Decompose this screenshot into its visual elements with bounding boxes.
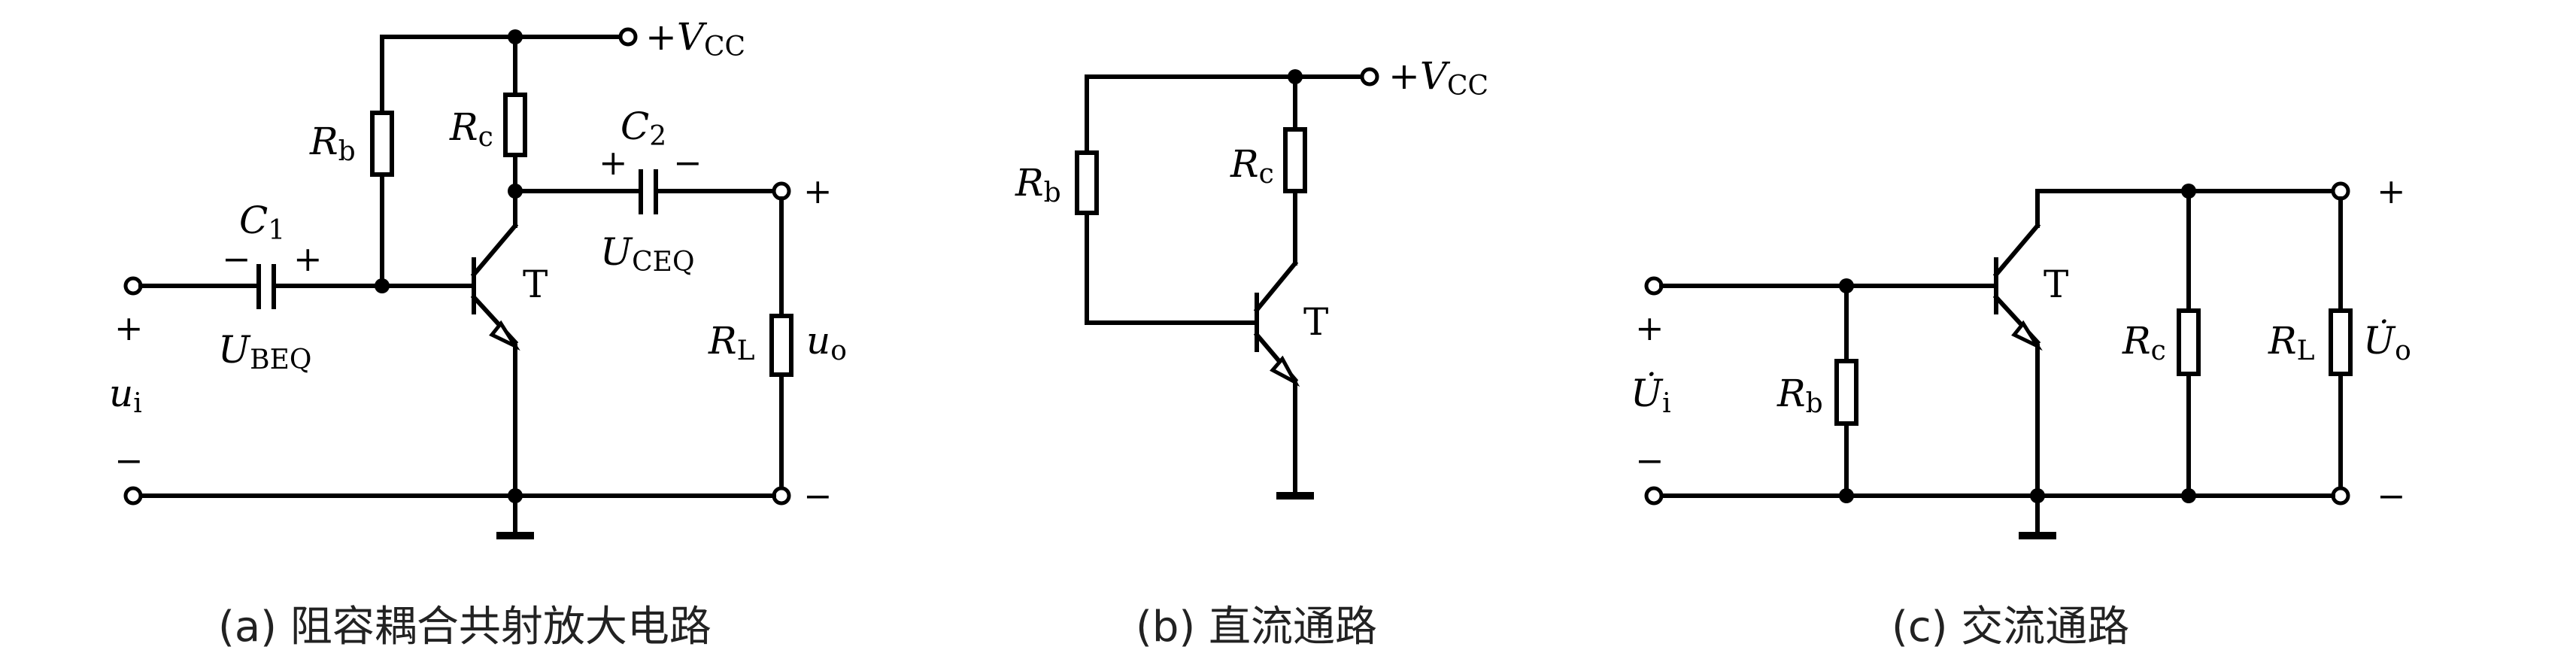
c2-minus-sign: − <box>673 142 702 183</box>
ui-label: U̇i <box>1631 371 1671 419</box>
input-terminal-minus <box>123 486 143 506</box>
input-terminal-minus <box>1644 486 1664 506</box>
collector-lead <box>1253 260 1299 314</box>
resistor-rb <box>370 111 394 177</box>
vcc-terminal <box>618 27 638 47</box>
output-plus-sign: + <box>2377 171 2406 211</box>
npn-transistor-t: T <box>1992 189 2335 498</box>
rb-label: Rb <box>1015 161 1061 208</box>
vcc-terminal <box>1360 67 1379 87</box>
collector-lead <box>1992 222 2041 278</box>
panel-a-common-emitter-amplifier: +VCC Rb Rc C2 + − UCEQ RL uo + − <box>109 15 847 651</box>
c1-label: C1 <box>239 199 285 246</box>
resistor-rc <box>503 93 527 157</box>
resistor-rl <box>769 314 793 377</box>
collector-lead <box>470 222 519 278</box>
vcc-rail-wire <box>1085 74 1364 155</box>
base-wire <box>1085 211 1259 325</box>
vcc-rail-wire <box>380 35 624 177</box>
input-plus-sign: + <box>114 308 144 348</box>
base-node <box>375 278 390 293</box>
vcc-label: +VCC <box>1388 54 1488 102</box>
rb-label: Rb <box>1776 372 1823 419</box>
rc-label: Rc <box>1230 142 1274 190</box>
rl-label: RL <box>2268 319 2315 366</box>
transistor-label: T <box>2044 263 2068 306</box>
c2-label: C2 <box>620 105 666 152</box>
resistor-rb <box>1075 150 1099 215</box>
ubeq-label: UBEQ <box>218 328 311 375</box>
input-plus-sign: + <box>1635 308 1664 348</box>
rc-label: Rc <box>2122 319 2166 366</box>
output-minus-sign: − <box>2377 475 2406 516</box>
emitter-arrow-icon <box>2011 320 2043 351</box>
collector-wire <box>2035 189 2335 228</box>
resistor-rc <box>2177 308 2201 376</box>
transistor-label: T <box>1303 300 1328 344</box>
transistor-label: T <box>523 263 548 306</box>
uceq-label: UCEQ <box>600 230 694 278</box>
c2-plus-sign: + <box>599 142 628 183</box>
resistor-rc <box>1283 127 1307 193</box>
rb-label: Rb <box>309 120 356 167</box>
rl-label: RL <box>708 319 755 366</box>
junction-node <box>1839 488 1854 503</box>
output-minus-sign: − <box>803 475 833 516</box>
resistor-rb <box>1834 359 1858 426</box>
resistor-rl <box>2329 308 2353 376</box>
panel-c-ac-path: Rb + U̇i − T Rc RL U̇o + − <box>1631 171 2411 651</box>
c1-plus-sign: + <box>293 238 323 279</box>
output-plus-sign: + <box>803 171 833 211</box>
uo-label: uo <box>806 319 847 366</box>
ui-label: ui <box>109 372 142 419</box>
caption-b: (b) 直流通路 <box>1136 603 1377 651</box>
junction-node <box>2181 488 2196 503</box>
input-minus-sign: − <box>114 440 144 481</box>
caption-c: (c) 交流通路 <box>1892 603 2129 651</box>
npn-transistor-t: T <box>470 222 548 498</box>
emitter-arrow-icon <box>1270 355 1300 387</box>
rc-label: Rc <box>449 105 493 153</box>
caption-a: (a) 阻容耦合共射放大电路 <box>218 603 712 651</box>
c1-minus-sign: − <box>222 238 251 279</box>
uo-label: U̇o <box>2363 318 2411 366</box>
vcc-label: +VCC <box>645 15 745 62</box>
emitter-arrow-icon <box>489 320 520 351</box>
panel-b-dc-path: +VCC Rb Rc T (b) 直流通路 <box>1015 54 1488 651</box>
npn-transistor-t: T <box>1253 260 1328 495</box>
input-minus-sign: − <box>1635 440 1664 481</box>
